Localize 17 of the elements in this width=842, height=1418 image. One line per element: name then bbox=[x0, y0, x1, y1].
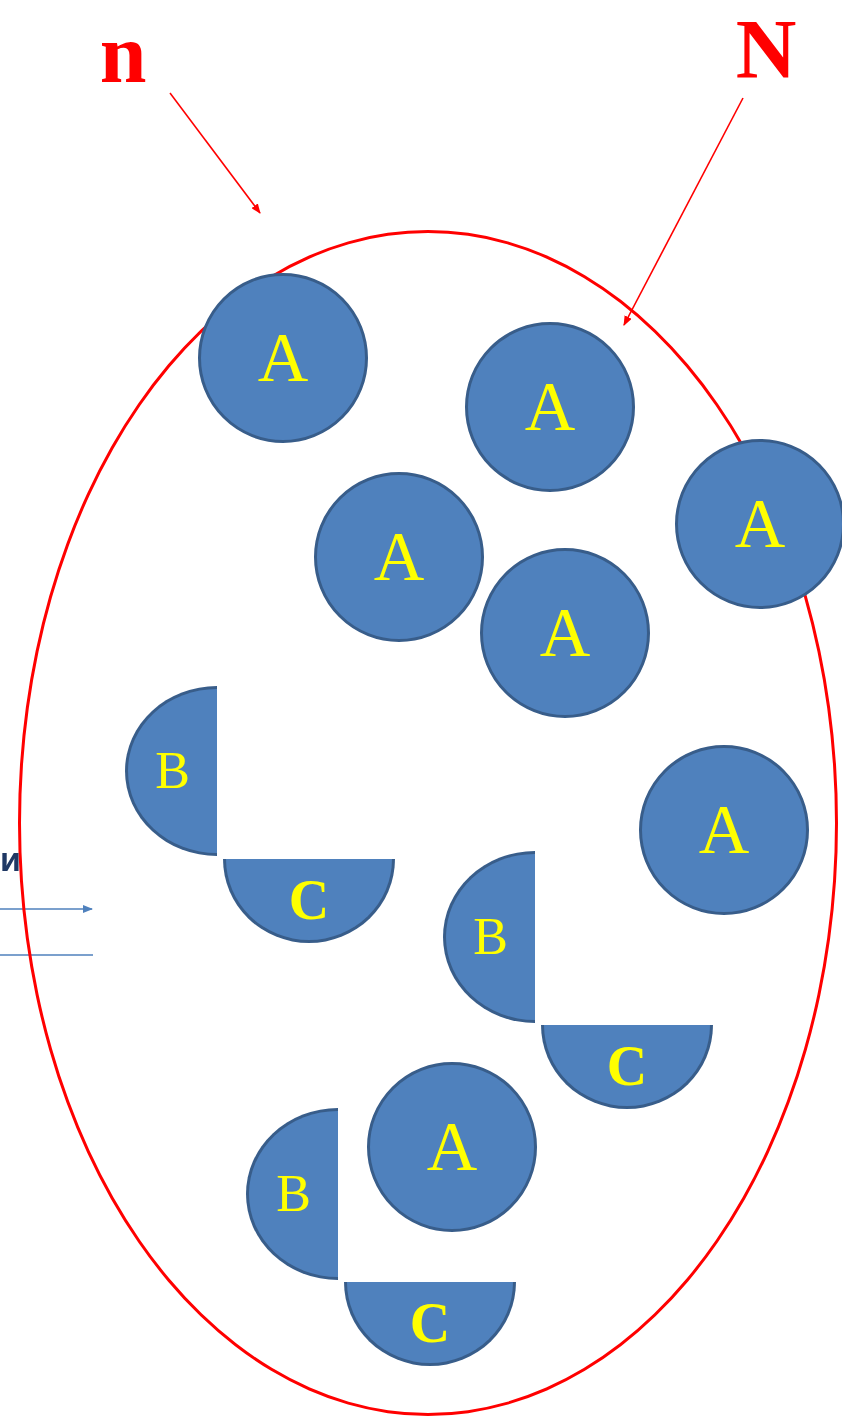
circle-token: A bbox=[314, 472, 484, 642]
half-circle-token: B bbox=[443, 851, 535, 1023]
half-circle-token: C bbox=[344, 1282, 516, 1366]
circle-token: A bbox=[465, 322, 635, 492]
half-circle-token: B bbox=[125, 686, 217, 856]
half-circle-token: C bbox=[541, 1025, 713, 1109]
variable-letter: N bbox=[730, 8, 802, 88]
circle-token: A bbox=[367, 1062, 537, 1232]
text-fragment: и bbox=[0, 842, 21, 876]
variable-letter: n bbox=[98, 12, 148, 82]
circle-token: A bbox=[480, 548, 650, 718]
leader-line bbox=[169, 92, 261, 214]
half-circle-token: B bbox=[246, 1108, 338, 1280]
circle-token: A bbox=[639, 745, 809, 915]
leader-line bbox=[623, 97, 744, 326]
half-circle-token: C bbox=[223, 859, 395, 943]
circle-token: A bbox=[675, 439, 842, 609]
